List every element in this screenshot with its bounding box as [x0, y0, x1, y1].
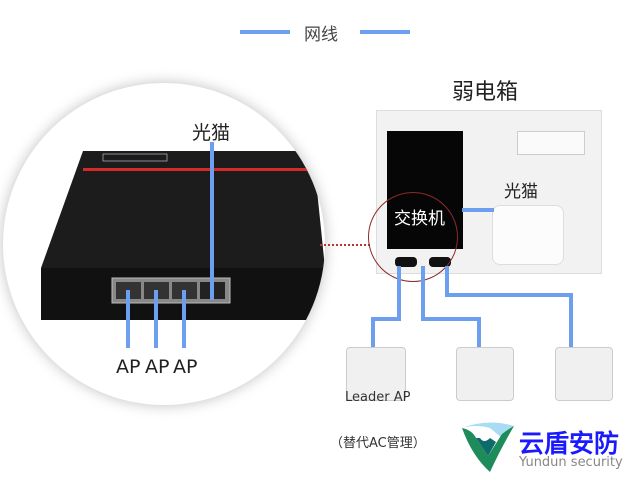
ap-cable-3b: [445, 293, 573, 297]
ap-cable-3a: [445, 266, 449, 296]
switch-modem-cable: [462, 208, 494, 212]
ap-cable-1a: [397, 266, 401, 320]
leader-ap-label: Leader AP: [345, 390, 411, 405]
switch-closeup: [41, 151, 325, 320]
closeup-modem-label: 光猫: [192, 122, 231, 144]
switch-highlight-circle: [368, 192, 458, 282]
cabinet-modem-label: 光猫: [504, 182, 538, 202]
legend-cable-line-right: [360, 30, 410, 34]
cabinet-switch-label: 交换机: [394, 209, 445, 229]
ap-cable-2a: [421, 266, 425, 320]
cabinet-modem: [492, 205, 564, 265]
leader-ap-note: （替代AC管理）: [330, 436, 426, 451]
closeup-ap-cable-3: [182, 290, 186, 348]
closeup-ap-label-2: AP: [145, 356, 170, 378]
ap-cable-3c: [569, 293, 573, 357]
closeup-ap-cable-2: [154, 290, 158, 348]
ap-cable-1b: [371, 317, 401, 321]
power-strip: [517, 131, 585, 155]
cabinet-title: 弱电箱: [452, 80, 519, 105]
closeup-ap-cable-1: [126, 290, 130, 348]
access-point-3: [555, 347, 613, 401]
closeup-modem-cable: [210, 142, 214, 300]
legend-cable-line-left: [240, 30, 290, 34]
ap-cable-2c: [477, 317, 481, 357]
ap-cable-1c: [371, 317, 375, 357]
zoom-connector-dotted: [320, 244, 370, 246]
closeup-ap-label-3: AP: [173, 356, 198, 378]
zoom-circle: [3, 83, 325, 405]
legend-title: 网线: [304, 25, 338, 45]
shield-logo-icon: [462, 422, 514, 472]
closeup-ap-label-1: AP: [116, 356, 141, 378]
ap-cable-2b: [421, 317, 481, 321]
access-point-1: [346, 347, 406, 401]
access-point-2: [456, 347, 514, 401]
logo-subtitle: Yundun security: [519, 455, 623, 470]
logo-name: 云盾安防: [519, 429, 620, 458]
